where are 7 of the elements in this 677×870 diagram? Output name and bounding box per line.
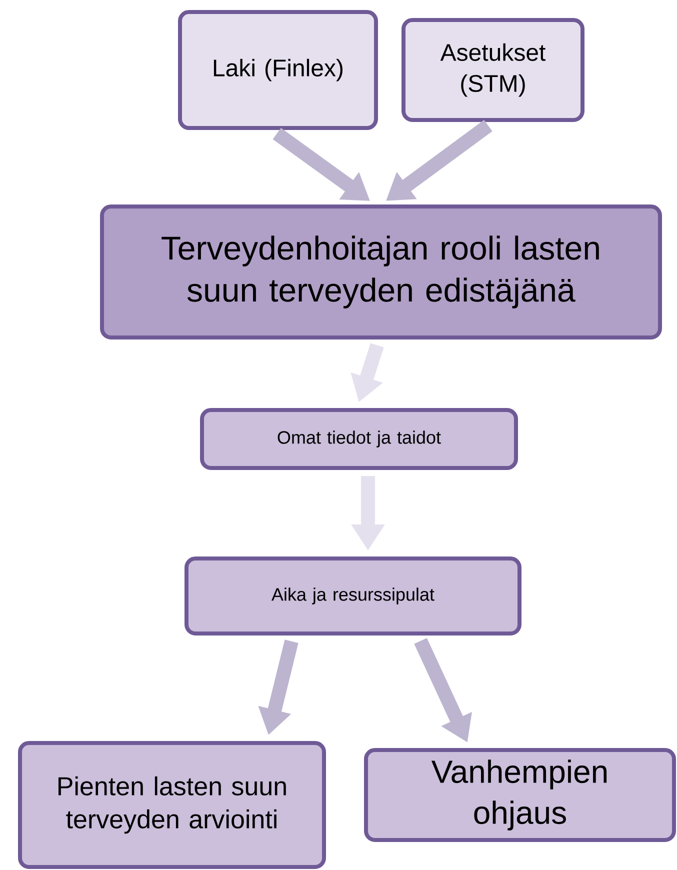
process-box: Laki (Finlex) [178, 10, 378, 130]
process-box: Vanhempien ohjaus [364, 748, 676, 842]
process-box: Asetukset (STM) [402, 18, 584, 122]
process-box: Terveydenhoitajan rooli lasten suun terveyden edistäjänä [100, 204, 662, 340]
process-box: Aika ja resurssipulat [184, 556, 522, 636]
process-box: Pienten lasten suun terveyden arviointi [18, 741, 326, 869]
process-box: Omat tiedot ja taidot [200, 408, 518, 470]
